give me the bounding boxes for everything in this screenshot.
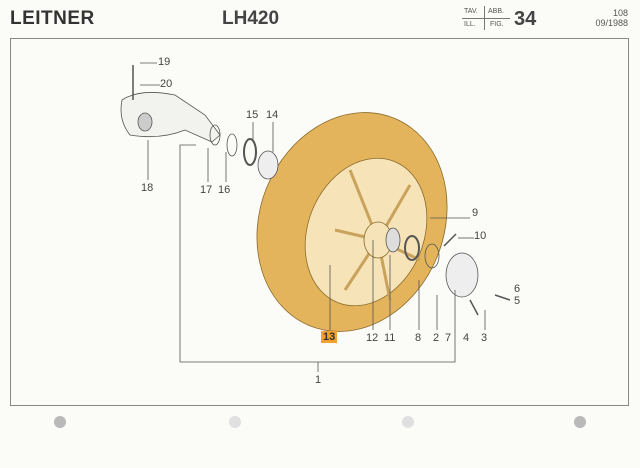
ill-label: ILL. [464, 21, 476, 28]
callout-13-highlighted[interactable]: 13 [321, 331, 338, 343]
callout-9: 9 [472, 207, 479, 219]
callout-12: 12 [366, 332, 379, 344]
callout-1: 1 [315, 374, 322, 386]
bearing-14 [257, 150, 279, 180]
screw-5 [494, 294, 511, 301]
callout-5: 5 [514, 295, 521, 307]
brand-logo: LEITNER [10, 8, 95, 29]
callout-14: 14 [266, 109, 279, 121]
assembly-bracket [179, 144, 456, 363]
callout-11: 11 [384, 332, 396, 344]
page-number: 108 [612, 8, 628, 18]
washer-16 [226, 133, 238, 157]
callout-3: 3 [481, 332, 488, 344]
callout-20: 20 [160, 78, 173, 90]
date: 09/1988 [595, 18, 628, 28]
binder-hole [402, 416, 414, 428]
bore [137, 112, 153, 132]
spacer-9 [424, 243, 440, 269]
binder-hole [229, 416, 241, 428]
callout-6: 6 [514, 283, 521, 295]
ring-17 [209, 124, 221, 146]
header-divider-h [462, 18, 510, 19]
binder-hole [54, 416, 66, 428]
callout-18: 18 [141, 182, 154, 194]
callout-10: 10 [474, 230, 487, 242]
callout-4: 4 [463, 332, 470, 344]
diagram-frame [10, 38, 629, 406]
abb-label: ABB. [488, 8, 504, 15]
hub-cap-8 [445, 252, 479, 298]
callout-7: 7 [445, 332, 452, 344]
callout-19: 19 [158, 56, 171, 68]
screw-3 [469, 299, 479, 316]
screw-10 [443, 233, 457, 247]
binder-hole [574, 416, 586, 428]
axle-arm [120, 92, 221, 143]
seal-11 [404, 235, 420, 261]
figure-number: 34 [514, 8, 537, 30]
fig-label: FIG. [490, 21, 504, 28]
callout-2: 2 [433, 332, 440, 344]
callout-16: 16 [218, 184, 231, 196]
callout-17: 17 [200, 184, 213, 196]
bearing-12 [385, 227, 401, 253]
callout-15: 15 [246, 109, 259, 121]
callout-8: 8 [415, 332, 422, 344]
tav-label: TAV. [464, 8, 478, 15]
seal-15 [243, 138, 257, 166]
model-title: LH420 [222, 8, 280, 29]
